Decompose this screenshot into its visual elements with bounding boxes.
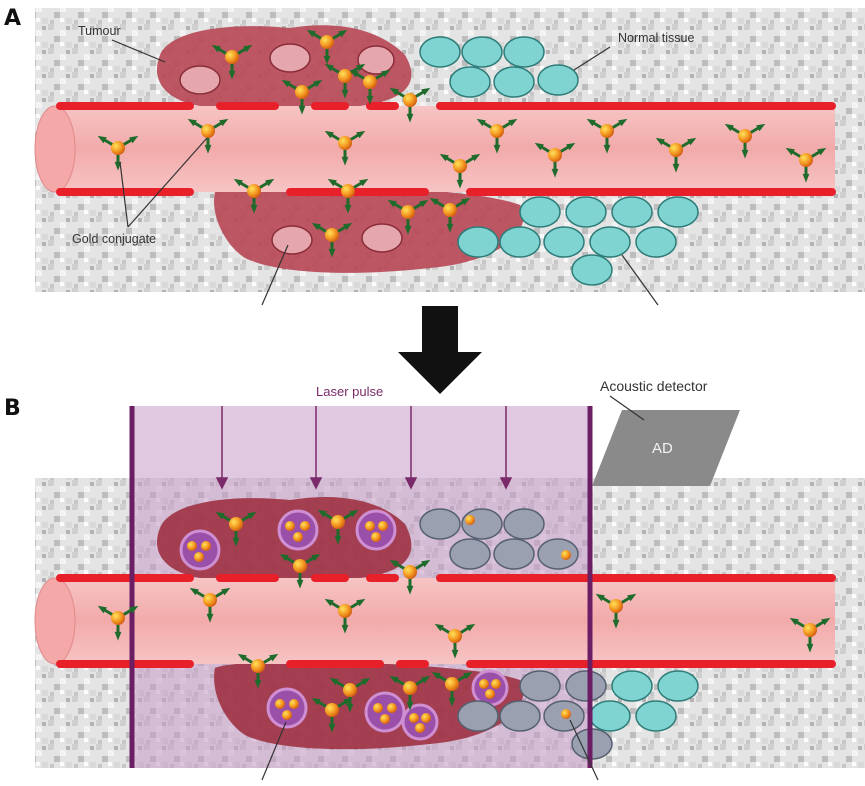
gold-particle	[415, 723, 425, 733]
gold-nanoparticle-icon	[279, 553, 321, 589]
gold-particle	[293, 532, 303, 542]
gold-nanoparticle-icon	[534, 142, 576, 178]
gold-nanoparticle-icon	[324, 130, 366, 166]
laser-pulse-arrows	[215, 406, 513, 490]
gold-nanoparticle-icon	[189, 587, 231, 623]
gold-particle	[421, 713, 431, 723]
gold-particle	[409, 713, 419, 723]
callout-lines-b	[261, 395, 645, 781]
gold-nanoparticle-icon	[324, 598, 366, 634]
ad-label: AD	[652, 440, 673, 457]
normal-tissue-cells	[419, 36, 699, 286]
gold-particle	[465, 515, 475, 525]
gold-particle	[365, 521, 375, 531]
gold-particle	[387, 703, 397, 713]
laser-borders	[129, 406, 593, 768]
gold-nanoparticle-icon	[327, 178, 369, 214]
gold-particle	[373, 703, 383, 713]
gold-particle	[561, 709, 571, 719]
normal-tissue-label: Normal tissue	[618, 31, 695, 45]
gold-nanoparticle-icon	[429, 197, 471, 233]
acoustic-detector-label: Acoustic detector	[600, 378, 708, 394]
tumour-cells-uptake	[179, 509, 509, 741]
gold-conjugates-a	[97, 29, 827, 258]
callout-lines-a	[111, 39, 659, 306]
gold-particle	[485, 689, 495, 699]
gold-particle	[491, 679, 501, 689]
gold-nanoparticle-icon	[431, 671, 473, 707]
tumour-label: Tumour	[78, 24, 121, 38]
panel-b	[34, 395, 865, 781]
normal-tissue-cells	[589, 670, 699, 732]
gold-nanoparticle-icon	[595, 593, 637, 629]
gold-nanoparticle-icon	[586, 118, 628, 154]
gold-nanoparticle-icon	[317, 509, 359, 545]
gold-particle	[194, 552, 204, 562]
gold-nanoparticle-icon	[97, 605, 139, 641]
gold-particle	[371, 532, 381, 542]
gold-nanoparticle-icon	[281, 79, 323, 115]
gold-nanoparticle-icon	[789, 617, 831, 653]
tumour-cells	[179, 43, 403, 255]
gold-particle	[282, 710, 292, 720]
gold-nanoparticle-icon	[389, 675, 431, 711]
gold-nanoparticle-icon	[237, 653, 279, 689]
gold-nanoparticle-icon	[349, 69, 391, 105]
panel-b-letter: B	[4, 396, 21, 421]
gold-particle	[187, 541, 197, 551]
gold-nanoparticle-icon	[211, 44, 253, 80]
gold-nanoparticle-icon	[434, 623, 476, 659]
gold-nanoparticle-icon	[387, 199, 429, 235]
gold-particle	[300, 521, 310, 531]
gold-nanoparticle-icon	[389, 87, 431, 123]
gold-nanoparticle-icon	[439, 153, 481, 189]
gold-nanoparticle-icon	[187, 118, 229, 154]
gold-nanoparticle-icon	[724, 123, 766, 159]
blood-vessel	[34, 574, 836, 668]
gold-particle	[479, 679, 489, 689]
laser-pulse-label: Laser pulse	[316, 384, 384, 399]
gold-conjugates-b	[97, 509, 831, 733]
acoustic-detector	[592, 410, 740, 486]
down-arrow-icon	[398, 306, 482, 394]
gold-nanoparticle-icon	[389, 559, 431, 595]
gold-nanoparticle-icon	[655, 137, 697, 173]
panel-a-letter: A	[4, 6, 22, 31]
gold-nanoparticle-icon	[306, 29, 348, 65]
gold-particle	[275, 699, 285, 709]
gold-particle	[201, 541, 211, 551]
gold-nanoparticle-icon	[311, 697, 353, 733]
gold-particle	[561, 550, 571, 560]
gold-nanoparticle-icon	[215, 511, 257, 547]
gold-particle	[380, 714, 390, 724]
gold-nanoparticle-icon	[233, 178, 275, 214]
gold-nanoparticle-icon	[476, 118, 518, 154]
gold-nanoparticle-icon	[311, 222, 353, 258]
gold-particle	[285, 521, 295, 531]
gold-nanoparticle-icon	[329, 677, 371, 713]
internalized-particles	[187, 515, 571, 733]
gold-particle	[378, 521, 388, 531]
gold-conjugate-label: Gold conjugate	[72, 232, 157, 246]
gold-nanoparticle-icon	[785, 147, 827, 183]
gold-particle	[289, 699, 299, 709]
blood-vessel	[34, 102, 836, 196]
panel-a	[34, 8, 865, 306]
